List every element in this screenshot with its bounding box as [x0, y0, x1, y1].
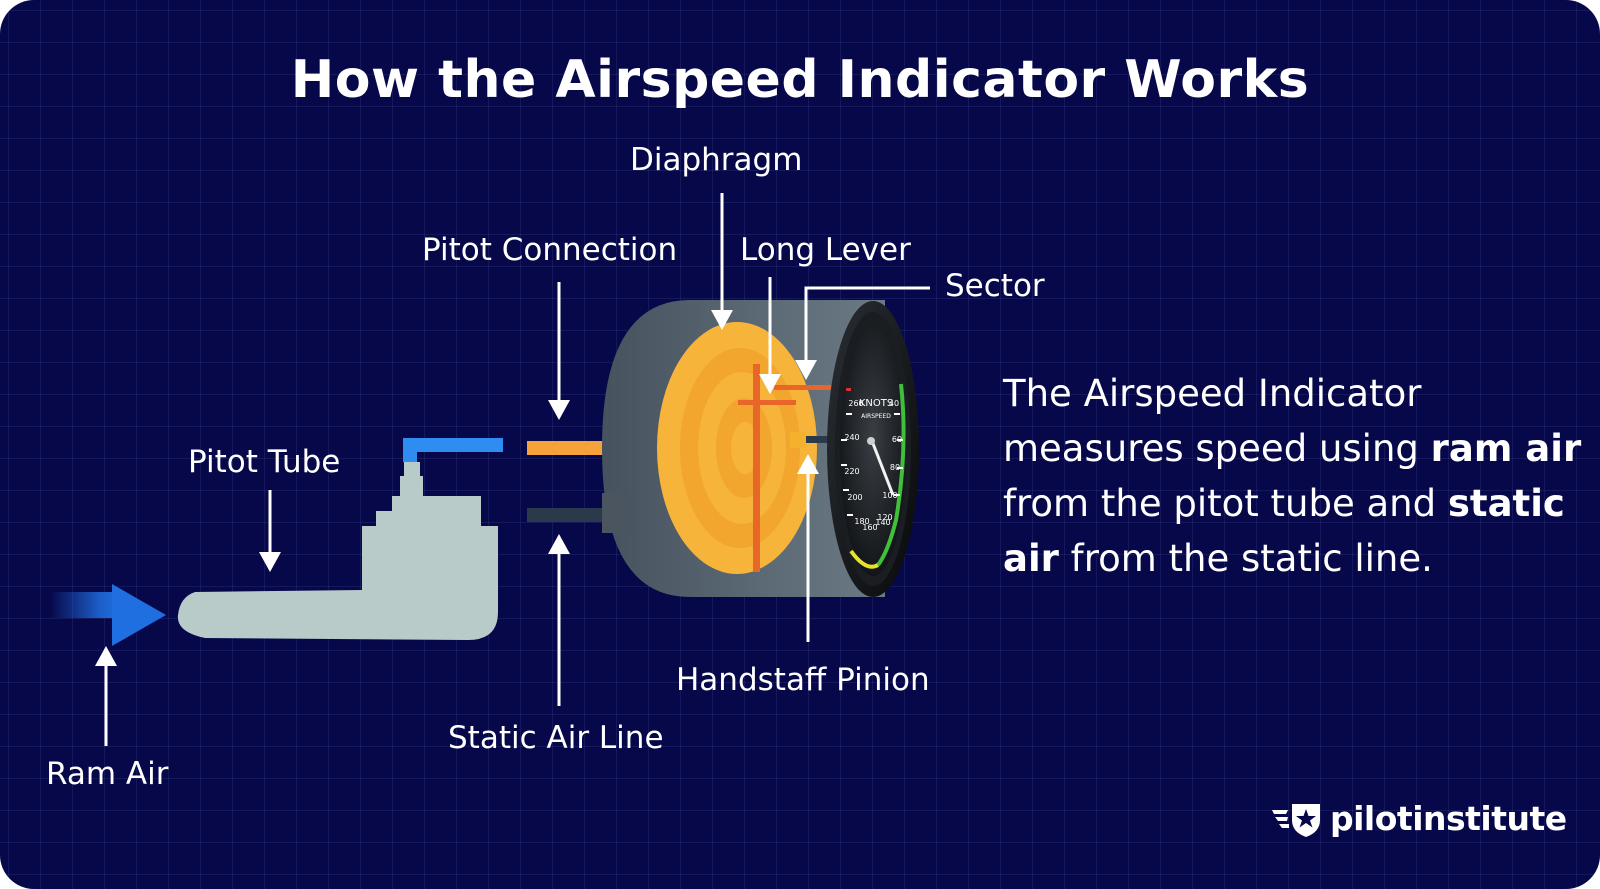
gauge-tick-label: 100: [882, 491, 897, 500]
description-part-2: from the pitot tube and: [1003, 482, 1448, 525]
logo-text: pilotinstitute: [1330, 798, 1567, 838]
callout-arrows: [104, 193, 930, 746]
gauge-face-subtitle: AIRSPEED: [861, 413, 891, 420]
label-ram-air: Ram Air: [46, 756, 169, 792]
pilot-institute-logo: pilotinstitute: [1270, 796, 1567, 840]
handstaff-pinion-gear: [790, 432, 806, 448]
gauge-tick-label: 140: [875, 518, 890, 527]
label-pitot-tube: Pitot Tube: [188, 444, 341, 480]
label-handstaff-pinion: Handstaff Pinion: [676, 662, 930, 698]
airspeed-gauge: KNOTS AIRSPEED 40 60 80 100 120 140 160 …: [827, 301, 919, 597]
page-title: How the Airspeed Indicator Works: [290, 50, 1310, 110]
description-part-1: The Airspeed Indicator measures speed us…: [1003, 372, 1431, 470]
gauge-tick-label: 60: [892, 435, 902, 444]
gauge-tick-label: 160: [862, 523, 877, 532]
static-air-line: [527, 508, 609, 522]
ram-air-arrow: [50, 584, 166, 646]
lever-mechanism: [738, 364, 836, 572]
winged-star-shield-icon: [1272, 804, 1320, 837]
label-long-lever: Long Lever: [740, 232, 911, 268]
pitot-tube: [177, 438, 503, 640]
gauge-tick-label: 220: [844, 467, 859, 476]
label-diaphragm: Diaphragm: [630, 142, 803, 178]
description-bold-ram-air: ram air: [1430, 427, 1582, 470]
description-text: The Airspeed Indicator measures speed us…: [1003, 366, 1583, 586]
gauge-tick-label: 260: [848, 399, 863, 408]
pitot-connection-line: [527, 441, 609, 455]
gauge-tick-label: 240: [844, 433, 859, 442]
gauge-tick-label: 40: [889, 399, 899, 408]
gauge-tick-label: 200: [847, 493, 862, 502]
gauge-tick-label: 120: [877, 513, 892, 522]
gauge-face-title: KNOTS: [859, 398, 893, 409]
description-bold-static-air: static air: [1003, 482, 1565, 580]
gauge-tick-label: 80: [890, 463, 900, 472]
description-part-3: from the static line.: [1058, 537, 1433, 580]
label-sector: Sector: [945, 268, 1045, 304]
label-static-air-line: Static Air Line: [448, 720, 664, 756]
callout-arrowheads: [95, 310, 819, 666]
label-pitot-connection: Pitot Connection: [422, 232, 678, 268]
gauge-tick-label: 180: [854, 517, 869, 526]
